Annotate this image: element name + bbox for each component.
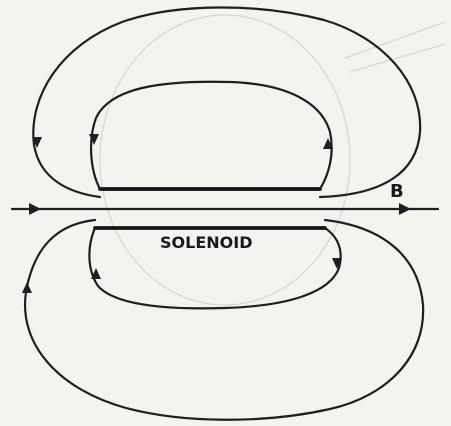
upper-outer-arrowhead xyxy=(32,137,42,148)
lower-inner-arrowhead xyxy=(91,268,101,279)
background-bleed-through xyxy=(99,14,446,306)
faint-background-line-1 xyxy=(344,21,446,59)
upper-inner-field-line xyxy=(89,80,333,191)
axis-left-arrowhead xyxy=(29,203,41,215)
solenoid-label: SOLENOID xyxy=(160,233,252,252)
magnetic-field-label: B xyxy=(390,181,404,202)
lower-right-arrowhead xyxy=(332,258,342,269)
faint-background-ellipse xyxy=(99,14,351,306)
upper-right-arrowhead xyxy=(323,138,333,149)
arrow-markers xyxy=(22,134,411,293)
lower-outer-arrowhead xyxy=(22,282,32,293)
upper-inner-arrowhead xyxy=(89,134,99,145)
axis-right-arrowhead xyxy=(399,203,411,215)
upper-outer-field-line xyxy=(32,6,422,199)
faint-background-line-2 xyxy=(349,43,446,73)
